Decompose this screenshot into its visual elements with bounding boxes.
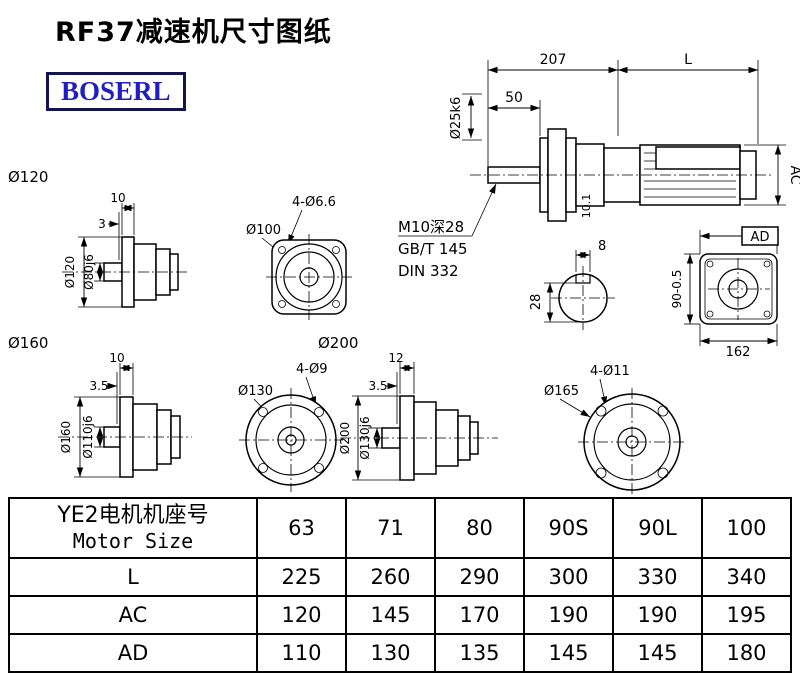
motor-size-table: YE2电机机座号 Motor Size 63 71 80 90S 90L 100… [8,497,792,673]
size-col-100: 100 [701,497,792,559]
dim-spigot-dia-130: Ø130j6 [358,416,372,459]
AC-value: 190 [523,595,614,635]
size-col-90l: 90L [612,497,703,559]
main-assembly-view: 207 L 50 Ø25k6 10.1 AC M10深28 GB/T 145 D… [398,52,800,280]
L-value: 225 [256,557,347,597]
header-label-en: Motor Size [72,529,194,554]
note-din-standard: DIN 332 [398,262,459,280]
label-bolt-holes-11: 4-Ø11 [590,364,630,379]
dim-50: 50 [505,90,523,106]
header-motor-size-cell: YE2电机机座号 Motor Size [8,497,258,559]
view-title-120: Ø120 [8,168,48,186]
size-col-90s: 90S [523,497,614,559]
dim-flange-dia-120: Ø120 [63,256,77,288]
L-value: 260 [345,557,436,597]
dim-12-v200: 12 [388,351,403,365]
AC-value: 195 [701,595,792,635]
dim-35-v200: 3.5 [368,379,387,393]
table-row-L: L 225 260 290 300 330 340 [8,557,792,597]
AC-value: 190 [612,595,703,635]
view-title-200: Ø200 [318,334,358,352]
flange-130-face-view: 4-Ø9 Ø130 [238,362,343,492]
dim-flange-dia-200: Ø200 [338,422,352,454]
AC-value: 145 [345,595,436,635]
dim-spigot-dia-110: Ø110j6 [81,415,95,458]
dim-AC: AC [787,165,800,184]
flange-165-face-view: 4-Ø11 Ø165 [544,364,686,496]
dim-35-v160: 3.5 [89,379,108,393]
row-label-AC: AC [8,595,258,635]
label-bolt-holes-66: 4-Ø6.6 [292,195,336,210]
AD-value: 130 [345,633,436,673]
size-col-71: 71 [345,497,436,559]
row-label-AD: AD [8,633,258,673]
dim-10-v120: 10 [110,191,125,205]
label-dia-130: Ø130 [238,384,273,399]
dim-shaft-diameter: Ø25k6 [449,97,464,140]
AD-value: 145 [523,633,614,673]
brand-logo: BOSERL [46,72,186,111]
dim-AD: AD [751,230,770,245]
dim-key-height: 28 [529,294,544,311]
label-bolt-holes-9: 4-Ø9 [296,362,327,377]
note-gb-standard: GB/T 145 [398,240,468,258]
flange-160-side-view: Ø160 Ø160 Ø110j6 10 3.5 [8,334,192,478]
dim-10-v160: 10 [109,351,124,365]
table-row-AD: AD 110 130 135 145 145 180 [8,633,792,673]
shaft-section-view: 8 28 [529,239,615,330]
view-title-160: Ø160 [8,334,48,352]
dim-10-1: 10.1 [580,194,593,219]
flange-120-side-view: Ø120 Ø120 Ø80j6 10 3 [8,168,188,308]
output-side-view: AD 90-0.5 162 [670,226,779,360]
AD-value: 180 [701,633,792,673]
size-col-63: 63 [256,497,347,559]
dim-keyway-width: 8 [598,239,606,254]
table-row-AC: AC 120 145 170 190 190 195 [8,595,792,635]
label-dia-100: Ø100 [246,223,281,238]
dim-L: L [684,52,692,68]
technical-drawing: 207 L 50 Ø25k6 10.1 AC M10深28 GB/T 145 D… [8,52,800,496]
dim-207: 207 [540,52,567,68]
dim-3-v120: 3 [98,217,106,231]
AD-value: 135 [434,633,525,673]
page-title: RF37减速机尺寸图纸 [55,17,332,48]
dim-90: 90-0.5 [670,270,684,309]
L-value: 300 [523,557,614,597]
AD-value: 145 [612,633,703,673]
AC-value: 170 [434,595,525,635]
size-col-80: 80 [434,497,525,559]
note-thread: M10深28 [398,218,464,236]
AD-value: 110 [256,633,347,673]
L-value: 290 [434,557,525,597]
header-label-cn: YE2电机机座号 [57,502,209,528]
dim-flange-dia-160: Ø160 [59,421,73,453]
dim-spigot-dia-80: Ø80j6 [82,254,96,290]
flange-100-face-view: 4-Ø6.6 Ø100 [246,195,352,320]
L-value: 340 [701,557,792,597]
L-value: 330 [612,557,703,597]
housing-outline [699,253,778,325]
label-dia-165: Ø165 [544,384,579,399]
table-header-row: YE2电机机座号 Motor Size 63 71 80 90S 90L 100 [8,497,792,559]
motor-terminal-box [655,146,741,170]
flange-200-side-view: Ø200 Ø200 Ø130j6 12 3.5 [318,334,498,481]
dim-162: 162 [726,345,751,360]
row-label-L: L [8,557,258,597]
AC-value: 120 [256,595,347,635]
